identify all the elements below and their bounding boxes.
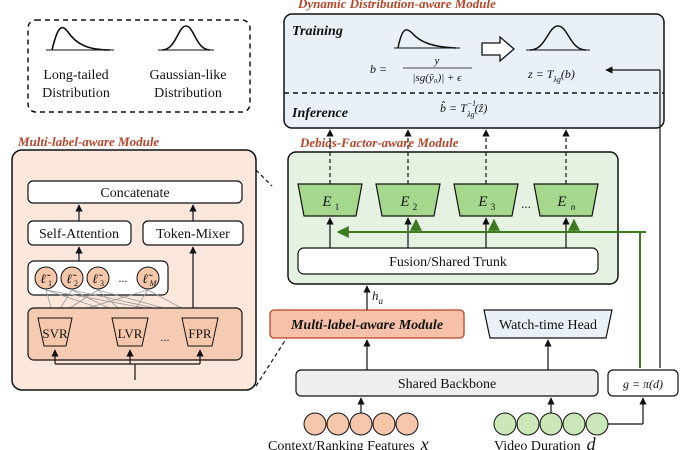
legend-long-tailed-line1: Long-tailed bbox=[43, 68, 108, 83]
label-token-2: ℓ̃ 2 bbox=[60, 266, 84, 290]
gate-signal-lines bbox=[336, 218, 646, 368]
training-label: Training bbox=[292, 24, 343, 39]
mlam-detail-panel: Concatenate Self-Attention Token-Mixer ℓ… bbox=[11, 149, 257, 391]
svg-text:2: 2 bbox=[413, 202, 418, 212]
legend-gaussian-line1: Gaussian-like bbox=[150, 68, 227, 83]
g-formula-box bbox=[607, 369, 679, 397]
expert-e3 bbox=[453, 183, 519, 217]
expert-ellipsis: ... bbox=[161, 330, 170, 344]
watch-time-head-label: Watch-time Head bbox=[499, 318, 597, 333]
svr-expert bbox=[37, 317, 73, 347]
video-duration-tokens bbox=[493, 412, 609, 436]
distribution-legend: Long-tailed Distribution Gaussian-like D… bbox=[27, 19, 251, 113]
formula-z: z = Tλg(b) bbox=[527, 67, 575, 84]
svg-text:E: E bbox=[556, 194, 566, 210]
formula-b-numerator: y bbox=[434, 55, 440, 67]
svg-text:E: E bbox=[399, 194, 409, 210]
fusion-shared-trunk-box bbox=[297, 247, 599, 275]
svr-label: SVR bbox=[42, 326, 68, 341]
mlam-title: Multi-label-aware Module bbox=[17, 134, 159, 149]
label-token-3: ℓ̃ 3 bbox=[86, 266, 110, 290]
shared-backbone-label: Shared Backbone bbox=[398, 377, 496, 392]
context-feature-tokens bbox=[303, 412, 419, 436]
label-token-m: ℓ̃ M bbox=[136, 266, 160, 290]
svg-text:3: 3 bbox=[491, 202, 496, 212]
concatenate-box bbox=[27, 180, 243, 204]
token-mixer-label: Token-Mixer bbox=[156, 227, 230, 242]
ddam-panel: Training Inference b = y |sg(ŷ₀)| + ϵ z … bbox=[283, 13, 665, 129]
svg-text:3: 3 bbox=[100, 279, 104, 288]
svg-text:E: E bbox=[477, 194, 487, 210]
concatenate-label: Concatenate bbox=[100, 186, 169, 201]
inference-label: Inference bbox=[291, 106, 348, 121]
svg-text:2: 2 bbox=[74, 279, 78, 288]
shared-backbone-box bbox=[295, 369, 599, 397]
svg-text:n: n bbox=[571, 202, 576, 212]
watch-time-head-box bbox=[483, 309, 613, 339]
label-token-1: ℓ̃ 1 bbox=[34, 266, 58, 290]
gaussian-curve bbox=[161, 25, 211, 51]
expert-e1 bbox=[297, 183, 363, 217]
fpr-expert bbox=[181, 317, 219, 347]
legend-gaussian-line2: Distribution bbox=[154, 86, 222, 101]
expert-en bbox=[533, 183, 599, 217]
dfam-panel: E 1 E 2 E 3 ... E n Fusion/Shared Trunk bbox=[287, 151, 619, 285]
fpr-label: FPR bbox=[188, 326, 211, 341]
svg-text:M: M bbox=[149, 279, 158, 288]
dfam-title: Debias-Factor-aware Module bbox=[299, 135, 459, 150]
svg-text:E: E bbox=[321, 194, 331, 210]
long-tailed-curve bbox=[51, 26, 111, 51]
fusion-label: Fusion/Shared Trunk bbox=[389, 255, 507, 270]
lvr-label: LVR bbox=[118, 326, 143, 341]
self-attention-label: Self-Attention bbox=[39, 227, 119, 242]
transform-arrow-icon bbox=[481, 35, 515, 63]
legend-long-tailed-line2: Distribution bbox=[42, 86, 110, 101]
formula-b-lhs: b = bbox=[370, 62, 387, 76]
ddam-title: Dynamic Distribution-aware Module bbox=[297, 0, 496, 11]
formula-b-denominator: |sg(ŷ₀)| + ϵ bbox=[412, 72, 462, 84]
h-a-label: ha bbox=[372, 288, 384, 306]
label-token-ellipsis: ... bbox=[119, 271, 128, 285]
lvr-expert bbox=[111, 317, 149, 347]
g-formula-label: g = π(d) bbox=[623, 377, 663, 391]
expert-ellipsis-dfam: ... bbox=[521, 196, 531, 211]
mlam-block-label: Multi-label-aware Module bbox=[290, 318, 443, 333]
svg-text:1: 1 bbox=[335, 202, 340, 212]
expert-e2 bbox=[375, 183, 441, 217]
svg-text:1: 1 bbox=[48, 279, 52, 288]
